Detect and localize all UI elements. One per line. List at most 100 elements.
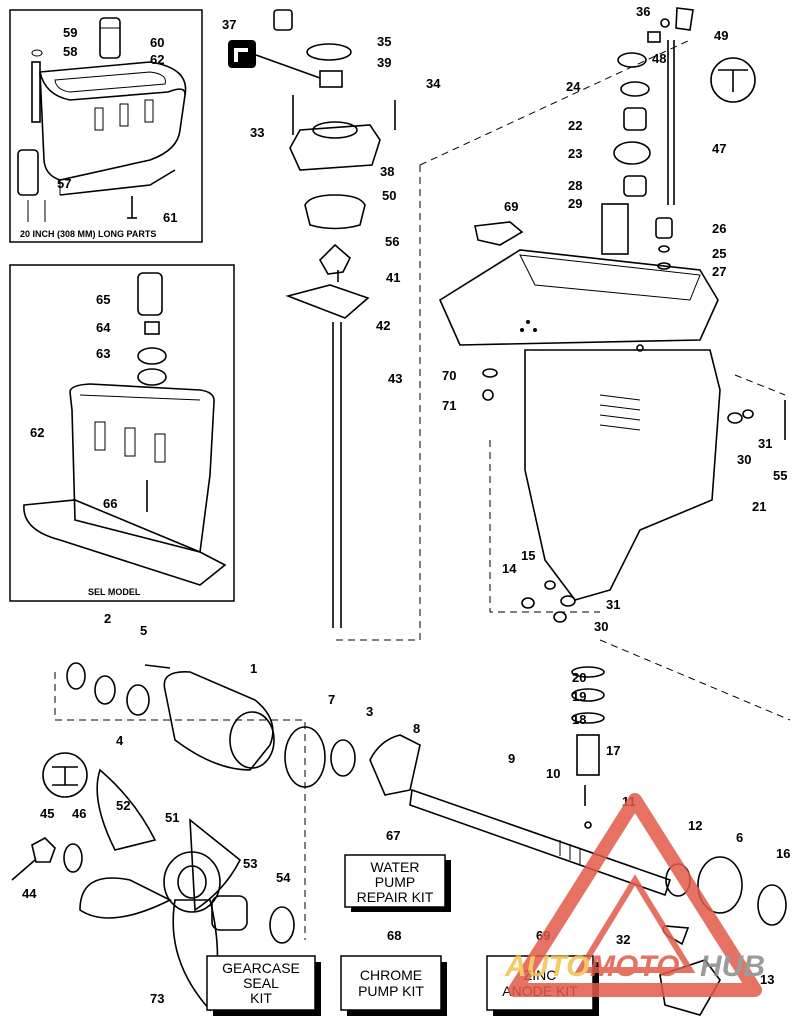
part-label: 5: [140, 623, 147, 638]
kit-chrome-pump-line2: PUMP KIT: [358, 983, 424, 999]
part-label: 10: [546, 766, 560, 781]
watermark-hub: HUB: [700, 950, 765, 983]
part-label: 43: [388, 371, 402, 386]
part-label: 20: [572, 670, 586, 685]
guide-line: [734, 374, 786, 396]
kit-gearcase-seal-line2: SEAL: [243, 975, 279, 991]
part-label: 36: [636, 4, 650, 19]
part-label: 32: [616, 932, 630, 947]
part-label: 21: [752, 499, 766, 514]
part-label: 65: [96, 292, 110, 307]
part-label: 13: [760, 972, 774, 987]
part-label: 12: [688, 818, 702, 833]
part-label: 73: [150, 991, 164, 1006]
part-label: 56: [385, 234, 399, 249]
part-label: 61: [163, 210, 177, 225]
part-label: 54: [276, 870, 291, 885]
part-label: 48: [652, 51, 666, 66]
kit-chrome-pump-line1: CHROME: [360, 967, 422, 983]
part-label: 53: [243, 856, 257, 871]
part-label: 39: [377, 55, 391, 70]
kit-gearcase-seal: GEARCASE SEAL KIT: [206, 955, 321, 1016]
part-label: 15: [521, 548, 535, 563]
guide-line: [419, 39, 691, 166]
part-label: 64: [96, 320, 111, 335]
part-label: 33: [250, 125, 264, 140]
part-label: 8: [413, 721, 420, 736]
gearcase-housing: [438, 221, 786, 623]
part-label: 60: [150, 35, 164, 50]
part-label: 71: [442, 398, 456, 413]
part-label: 14: [502, 561, 517, 576]
inset-long-parts-drawing: [17, 17, 187, 222]
part-label: 24: [566, 79, 581, 94]
part-label: 4: [116, 733, 124, 748]
part-label: 52: [116, 798, 130, 813]
water-pump-parts: [228, 9, 396, 628]
watermark-auto: AUTO: [504, 950, 589, 983]
part-label: 25: [712, 246, 726, 261]
part-label: 44: [22, 886, 37, 901]
part-label: 7: [328, 692, 335, 707]
part-label: 9: [508, 751, 515, 766]
part-label: 26: [712, 221, 726, 236]
part-label: 31: [758, 436, 772, 451]
guide-line: [54, 672, 306, 940]
part-label: 22: [568, 118, 582, 133]
part-label: 62: [150, 52, 164, 67]
part-label: 51: [165, 810, 179, 825]
part-label: 23: [568, 146, 582, 161]
part-label: 37: [222, 17, 236, 32]
bearing-parts: [601, 7, 756, 270]
part-label: 6: [736, 830, 743, 845]
part-label: 42: [376, 318, 390, 333]
part-label: 49: [714, 28, 728, 43]
part-label: 62: [30, 425, 44, 440]
part-label: 59: [63, 25, 77, 40]
inset-mid-caption: SEL MODEL: [88, 587, 141, 597]
inset-long-parts-frame: [9, 9, 203, 243]
part-label: 58: [63, 44, 77, 59]
part-label: 57: [57, 176, 71, 191]
part-label: 34: [426, 76, 441, 91]
part-label: 69: [504, 199, 518, 214]
part-label: 3: [366, 704, 373, 719]
part-label: 27: [712, 264, 726, 279]
part-label: 30: [594, 619, 608, 634]
guide-line: [333, 165, 421, 641]
part-label: 1: [250, 661, 257, 676]
part-label: 41: [386, 270, 400, 285]
part-label: 70: [442, 368, 456, 383]
part-label: 29: [568, 196, 582, 211]
kit-water-pump-line2: PUMP: [375, 874, 415, 890]
part-label: 68: [387, 928, 401, 943]
bearing-housing-parts: [42, 662, 421, 798]
kit-chrome-pump: CHROME PUMP KIT: [340, 955, 447, 1016]
inset-sel-model-drawing: [23, 272, 227, 586]
inset-top-caption: 20 INCH (308 MM) LONG PARTS: [20, 229, 156, 239]
part-label: 28: [568, 178, 582, 193]
part-label: 30: [737, 452, 751, 467]
part-label: 38: [380, 164, 394, 179]
part-label: 17: [606, 743, 620, 758]
kit-water-pump-line3: REPAIR KIT: [357, 889, 434, 905]
part-label: 67: [386, 828, 400, 843]
part-label: 66: [103, 496, 117, 511]
kit-gearcase-seal-line3: KIT: [250, 990, 272, 1006]
kit-water-pump-line1: WATER: [371, 859, 420, 875]
part-label: 19: [572, 689, 586, 704]
guide-line: [599, 639, 791, 721]
part-label: 63: [96, 346, 110, 361]
part-label: 31: [606, 597, 620, 612]
part-label: 55: [773, 468, 787, 483]
part-label: 2: [104, 611, 111, 626]
part-label: 45: [40, 806, 54, 821]
part-label: 35: [377, 34, 391, 49]
part-label: 18: [572, 712, 586, 727]
watermark-moto: MOTO: [590, 950, 679, 983]
propshaft-parts: [409, 666, 787, 1016]
part-label: 16: [776, 846, 790, 861]
kit-water-pump: WATER PUMP REPAIR KIT: [344, 854, 451, 912]
inset-sel-model-frame: [9, 264, 235, 602]
